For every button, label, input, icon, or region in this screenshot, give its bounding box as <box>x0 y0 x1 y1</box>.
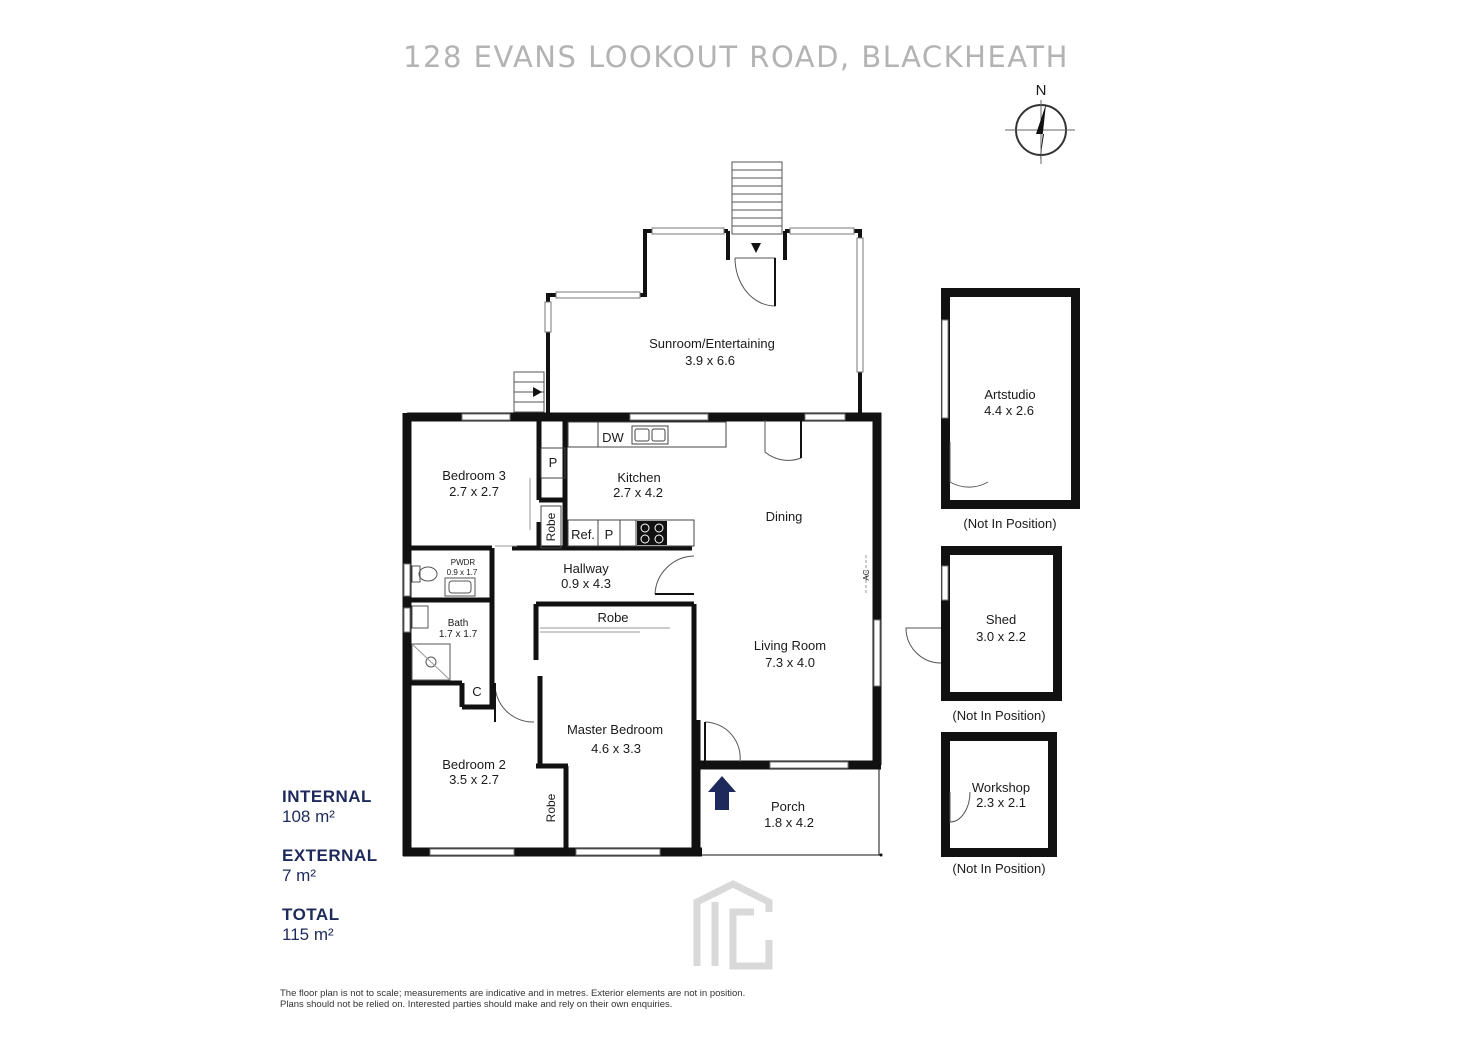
living-name: Living Room <box>754 638 826 653</box>
artstudio-size: 4.4 x 2.6 <box>984 403 1034 418</box>
sunroom-walls <box>546 229 862 416</box>
dining-name: Dining <box>766 509 803 524</box>
pantry-label-2: P <box>605 527 614 542</box>
compass-north-label: N <box>1036 82 1047 99</box>
side-entry-arrow-icon <box>533 387 542 397</box>
dishwasher-label: DW <box>602 430 624 445</box>
stairs <box>731 161 783 235</box>
shed-walls <box>905 546 1062 701</box>
fridge-label: Ref. <box>571 527 595 542</box>
sunroom-size: 3.9 x 6.6 <box>685 353 735 368</box>
sink-icon <box>631 425 669 445</box>
master-name: Master Bedroom <box>567 722 663 737</box>
interior-walls <box>407 420 701 852</box>
internal-area-label: INTERNAL <box>282 787 372 806</box>
robe-bedroom3-label: Robe <box>544 512 558 541</box>
internal-area: INTERNAL 108 m² <box>282 787 372 827</box>
bedroom3-name: Bedroom 3 <box>442 468 506 483</box>
doors <box>494 420 802 763</box>
external-area-label: EXTERNAL <box>282 846 378 865</box>
stair-direction-arrow-icon <box>751 243 761 253</box>
shed-name: Shed <box>986 612 1016 627</box>
total-area-value: 115 m² <box>282 925 334 944</box>
bedroom2-size: 3.5 x 2.7 <box>449 772 499 787</box>
cupboard-label: C <box>472 684 481 699</box>
internal-area-value: 108 m² <box>282 807 335 826</box>
ac-label: AC <box>862 569 871 580</box>
kitchen-size: 2.7 x 4.2 <box>613 485 663 500</box>
total-area: TOTAL 115 m² <box>282 905 340 945</box>
toilet-icon <box>411 565 438 583</box>
external-area-value: 7 m² <box>282 866 316 885</box>
total-area-label: TOTAL <box>282 905 340 924</box>
porch-size: 1.8 x 4.2 <box>764 815 814 830</box>
robe-master-label: Robe <box>597 610 628 625</box>
robe-bedroom2-label: Robe <box>544 793 558 822</box>
porch-outline <box>700 768 880 856</box>
hallway-name: Hallway <box>563 561 609 576</box>
artstudio-name: Artstudio <box>984 387 1035 402</box>
pwdr-name: PWDR <box>451 558 476 567</box>
entry-arrow-icon <box>708 776 736 810</box>
logo-icon <box>693 880 773 970</box>
porch-name: Porch <box>771 799 805 814</box>
pantry-label: P <box>549 455 558 470</box>
bath-size: 1.7 x 1.7 <box>439 629 478 640</box>
bedroom3-size: 2.7 x 2.7 <box>449 484 499 499</box>
hallway-size: 0.9 x 4.3 <box>561 576 611 591</box>
shed-size: 3.0 x 2.2 <box>976 629 1026 644</box>
artstudio-note: (Not In Position) <box>963 516 1056 531</box>
compass-icon: N <box>1005 82 1075 164</box>
bedroom2-name: Bedroom 2 <box>442 757 506 772</box>
workshop-size: 2.3 x 2.1 <box>976 795 1026 810</box>
workshop-note: (Not In Position) <box>952 861 1045 876</box>
shower-icon <box>411 643 451 681</box>
kitchen-name: Kitchen <box>617 470 660 485</box>
workshop-walls <box>941 732 1057 857</box>
sunroom-windows <box>544 227 864 373</box>
bath-name: Bath <box>448 618 469 629</box>
basin-icon <box>411 577 476 629</box>
living-size: 7.3 x 4.0 <box>765 655 815 670</box>
sunroom-name: Sunroom/Entertaining <box>649 336 775 351</box>
shed-note: (Not In Position) <box>952 708 1045 723</box>
cooktop-icon <box>637 521 667 545</box>
kitchen-benches <box>540 421 727 549</box>
disclaimer-line-1: The floor plan is not to scale; measurem… <box>280 988 746 999</box>
workshop-name: Workshop <box>972 780 1030 795</box>
disclaimer-line-2: Plans should not be relied on. Intereste… <box>280 999 673 1010</box>
main-windows <box>403 413 881 856</box>
artstudio-walls <box>941 288 1080 509</box>
external-area: EXTERNAL 7 m² <box>282 846 378 886</box>
page-title: 128 EVANS LOOKOUT ROAD, BLACKHEATH <box>403 40 1069 74</box>
master-size: 4.6 x 3.3 <box>591 741 641 756</box>
sunroom-door <box>734 257 776 307</box>
pwdr-size: 0.9 x 1.7 <box>447 568 478 577</box>
disclaimer: The floor plan is not to scale; measurem… <box>280 988 900 1010</box>
